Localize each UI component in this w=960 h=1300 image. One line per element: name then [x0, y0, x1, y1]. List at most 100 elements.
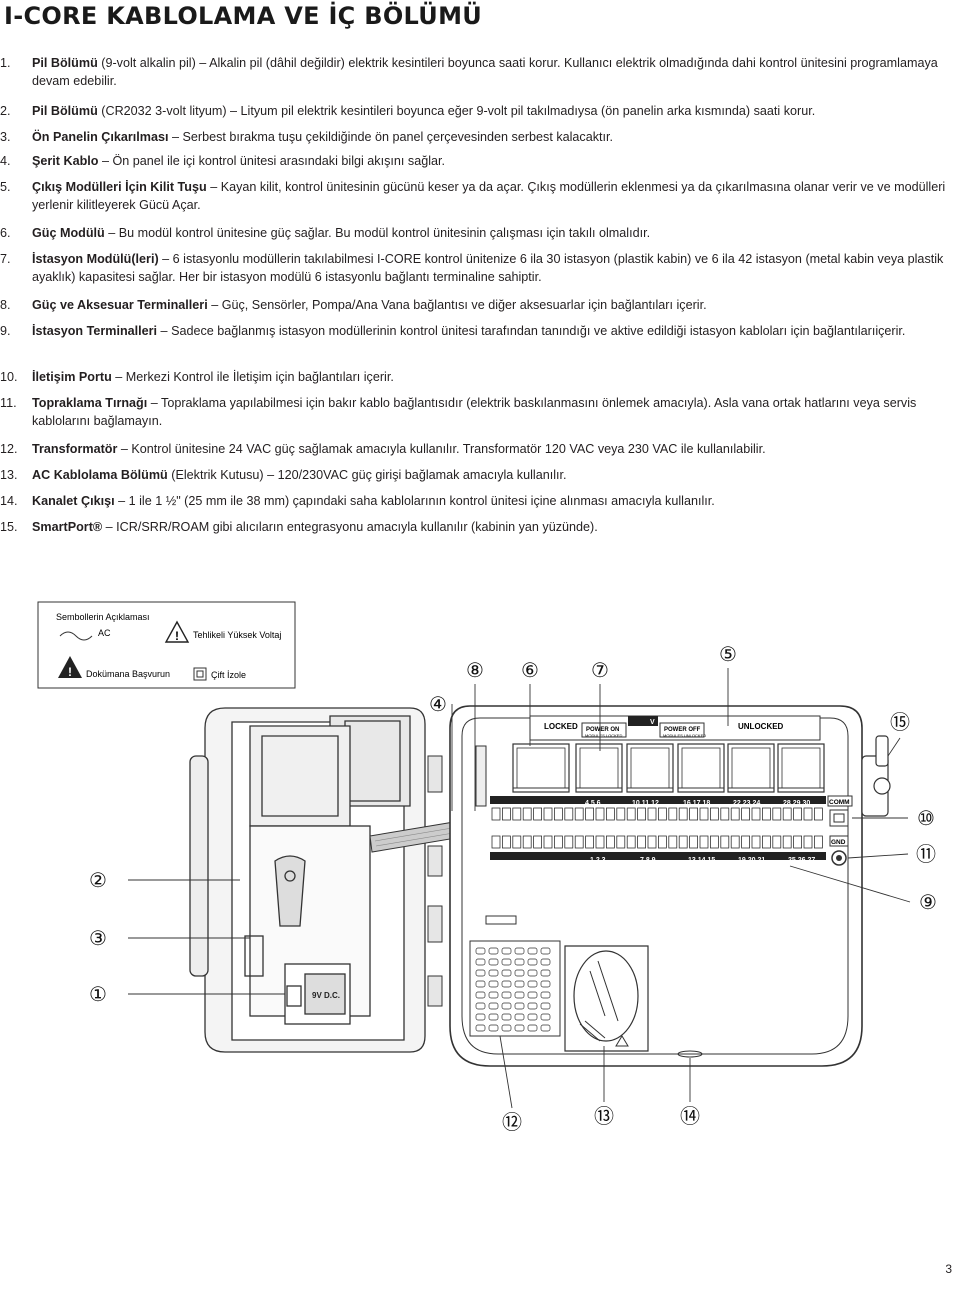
list-item-description: – 1 ile 1 ½" (25 mm ile 38 mm) çapındaki… [114, 494, 715, 508]
transformer-slot [501, 969, 512, 977]
terminal-screw [730, 835, 740, 849]
list-item: 8.Güç ve Aksesuar Terminalleri – Güç, Se… [0, 296, 960, 314]
warning-icon: ! [58, 656, 82, 679]
list-item-term: Güç ve Aksesuar Terminalleri [32, 298, 208, 312]
list-item: 10.İletişim Portu – Merkezi Kontrol ile … [0, 368, 960, 386]
terminal-screw [772, 835, 782, 849]
transformer-slot [501, 991, 512, 999]
station-module [626, 743, 674, 793]
legend-high-voltage: Tehlikeli Yüksek Voltaj [193, 630, 281, 640]
terminal-screw [522, 835, 532, 849]
list-item-description: – Topraklama yapılabilmesi için bakır ka… [32, 396, 917, 428]
transformer-slot [514, 991, 525, 999]
terminal-label-top-5: 28 29 30 [783, 800, 810, 807]
terminal-screw [699, 835, 709, 849]
transformer-slot [540, 969, 551, 977]
terminal-screw [543, 807, 553, 821]
transformer-slot [475, 1013, 486, 1021]
list-item-description: – Serbest bırakma tuşu çekildiğinde ön p… [168, 130, 614, 144]
terminal-screw [491, 807, 501, 821]
list-item-term: SmartPort® [32, 520, 103, 534]
terminal-screw [501, 807, 511, 821]
terminal-screw [501, 835, 511, 849]
transformer-slot [501, 958, 512, 966]
list-item-term: Güç Modülü [32, 226, 105, 240]
transformer-slot [527, 1024, 538, 1032]
transformer-slot [514, 969, 525, 977]
list-item: 3.Ön Panelin Çıkarılması – Serbest bırak… [0, 128, 960, 146]
terminal-screw [699, 807, 709, 821]
list-item-term: Topraklama Tırnağı [32, 396, 148, 410]
terminal-screw [689, 835, 698, 849]
terminal-screw [689, 807, 698, 821]
list-item-term: Çıkış Modülleri İçin Kilit Tuşu [32, 180, 207, 194]
terminal-screw [793, 807, 802, 821]
terminal-screw [554, 835, 563, 849]
list-item-term: Kanalet Çıkışı [32, 494, 115, 508]
list-item-number: 12. [0, 442, 18, 456]
transformer-slot [527, 991, 538, 999]
power-on-label: POWER ON [586, 727, 619, 733]
terminal-screw [564, 835, 574, 849]
callout-number: ⑬ [594, 1105, 614, 1128]
list-item: 4.Şerit Kablo – Ön panel ile içi kontrol… [0, 152, 960, 170]
transformer-slot [475, 991, 486, 999]
list-item-number: 2. [0, 104, 11, 118]
smartport [861, 735, 891, 817]
unlocked-label: UNLOCKED [738, 722, 784, 731]
terminal-screw [762, 807, 771, 821]
terminal-label-bottom-5: 25 26 27 [788, 857, 815, 864]
svg-text:!: ! [175, 629, 179, 643]
transformer-slot [514, 1013, 525, 1021]
list-item: 6.Güç Modülü – Bu modül kontrol ünitesin… [0, 224, 960, 242]
callout-leader [789, 865, 911, 903]
list-item-term: AC Kablolama Bölümü [32, 468, 168, 482]
transformer-slot [514, 980, 525, 988]
callout-number: ⑪ [916, 843, 936, 866]
terminal-screw [574, 835, 584, 849]
terminal-screw [658, 807, 667, 821]
terminal-screw [637, 835, 646, 849]
list-item: 11.Topraklama Tırnağı – Topraklama yapıl… [0, 394, 960, 430]
vent-holes [485, 915, 517, 925]
terminal-screw [512, 835, 522, 849]
callout-number: ③ [89, 928, 107, 950]
page-title: I-CORE KABLOLAMA VE İÇ BÖLÜMÜ [4, 2, 483, 30]
terminal-screw [741, 807, 750, 821]
callout-number: ⑫ [502, 1111, 522, 1134]
transformer-slot [514, 1002, 525, 1010]
transformer-slot [475, 947, 486, 955]
lock-v-label: V [650, 719, 655, 726]
terminal-screw [658, 835, 667, 849]
terminal-screw [720, 835, 730, 849]
callout-leader [887, 737, 901, 757]
transformer-slot [514, 947, 525, 955]
list-item: 9.İstasyon Terminalleri – Sadece bağlanm… [0, 322, 960, 340]
list-item-term: Şerit Kablo [32, 154, 99, 168]
terminal-screw [814, 807, 823, 821]
terminal-screw [710, 835, 719, 849]
callout-number: ⑨ [919, 892, 937, 914]
callout-leader [499, 1035, 513, 1109]
list-item-term: İletişim Portu [32, 370, 112, 384]
terminal-screw [710, 807, 719, 821]
transformer-slot [488, 947, 499, 955]
comm-port: COMM [827, 795, 853, 827]
list-item-number: 6. [0, 226, 11, 240]
transformer-slot [527, 947, 538, 955]
callout-number: ⑩ [917, 808, 935, 830]
ac-icon [59, 631, 93, 641]
transformer-slot [540, 1024, 551, 1032]
terminal-label-top-1: 4 5 6 [585, 800, 601, 807]
transformer-slot [488, 1024, 499, 1032]
terminal-label-top-4: 22 23 24 [733, 800, 760, 807]
callout-number: ⑦ [591, 660, 609, 682]
list-item-description: – Güç, Sensörler, Pompa/Ana Vana bağlant… [207, 298, 707, 312]
terminal-screw [803, 807, 813, 821]
transformer-slot [501, 1024, 512, 1032]
legend-ac: AC [98, 628, 111, 638]
terminal-screw [803, 835, 813, 849]
list-item-term: İstasyon Modülü(leri) [32, 252, 159, 266]
station-module [575, 743, 623, 793]
list-item-description: – 6 istasyonlu modüllerin takılabilmesi … [32, 252, 944, 284]
